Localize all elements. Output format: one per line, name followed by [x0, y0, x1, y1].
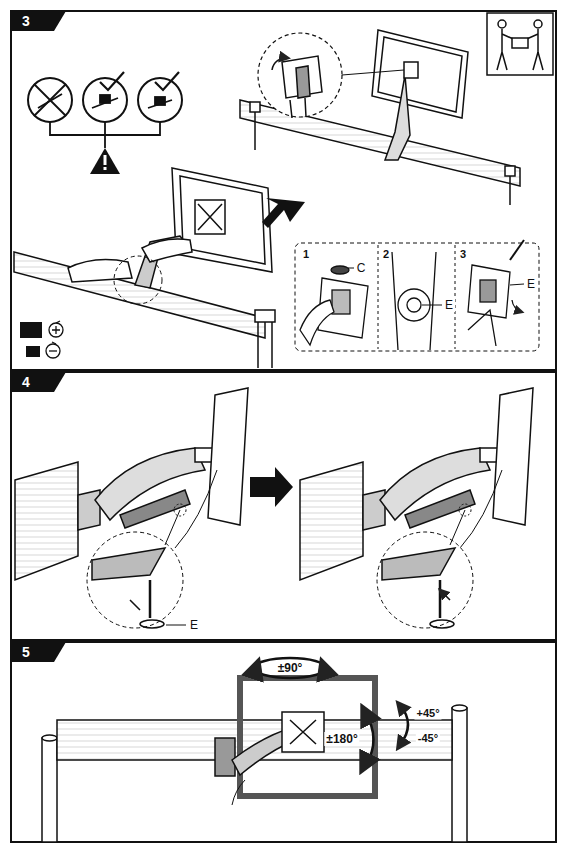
tilt-label: +45°: [414, 707, 441, 720]
substep-number: 3: [460, 249, 466, 260]
substep-number: 1: [303, 249, 309, 260]
part-label: E: [443, 298, 455, 312]
part-label: C: [355, 261, 368, 275]
step-number: 3: [22, 14, 30, 28]
part-label: E: [188, 618, 200, 632]
part-label: E: [525, 277, 537, 291]
rotation-label: ±180°: [324, 732, 359, 746]
tilt-label: -45°: [416, 732, 440, 745]
step-number: 5: [22, 645, 30, 659]
rotation-label: ±90°: [276, 661, 305, 675]
substep-number: 2: [383, 249, 389, 260]
step-number: 4: [22, 375, 30, 389]
